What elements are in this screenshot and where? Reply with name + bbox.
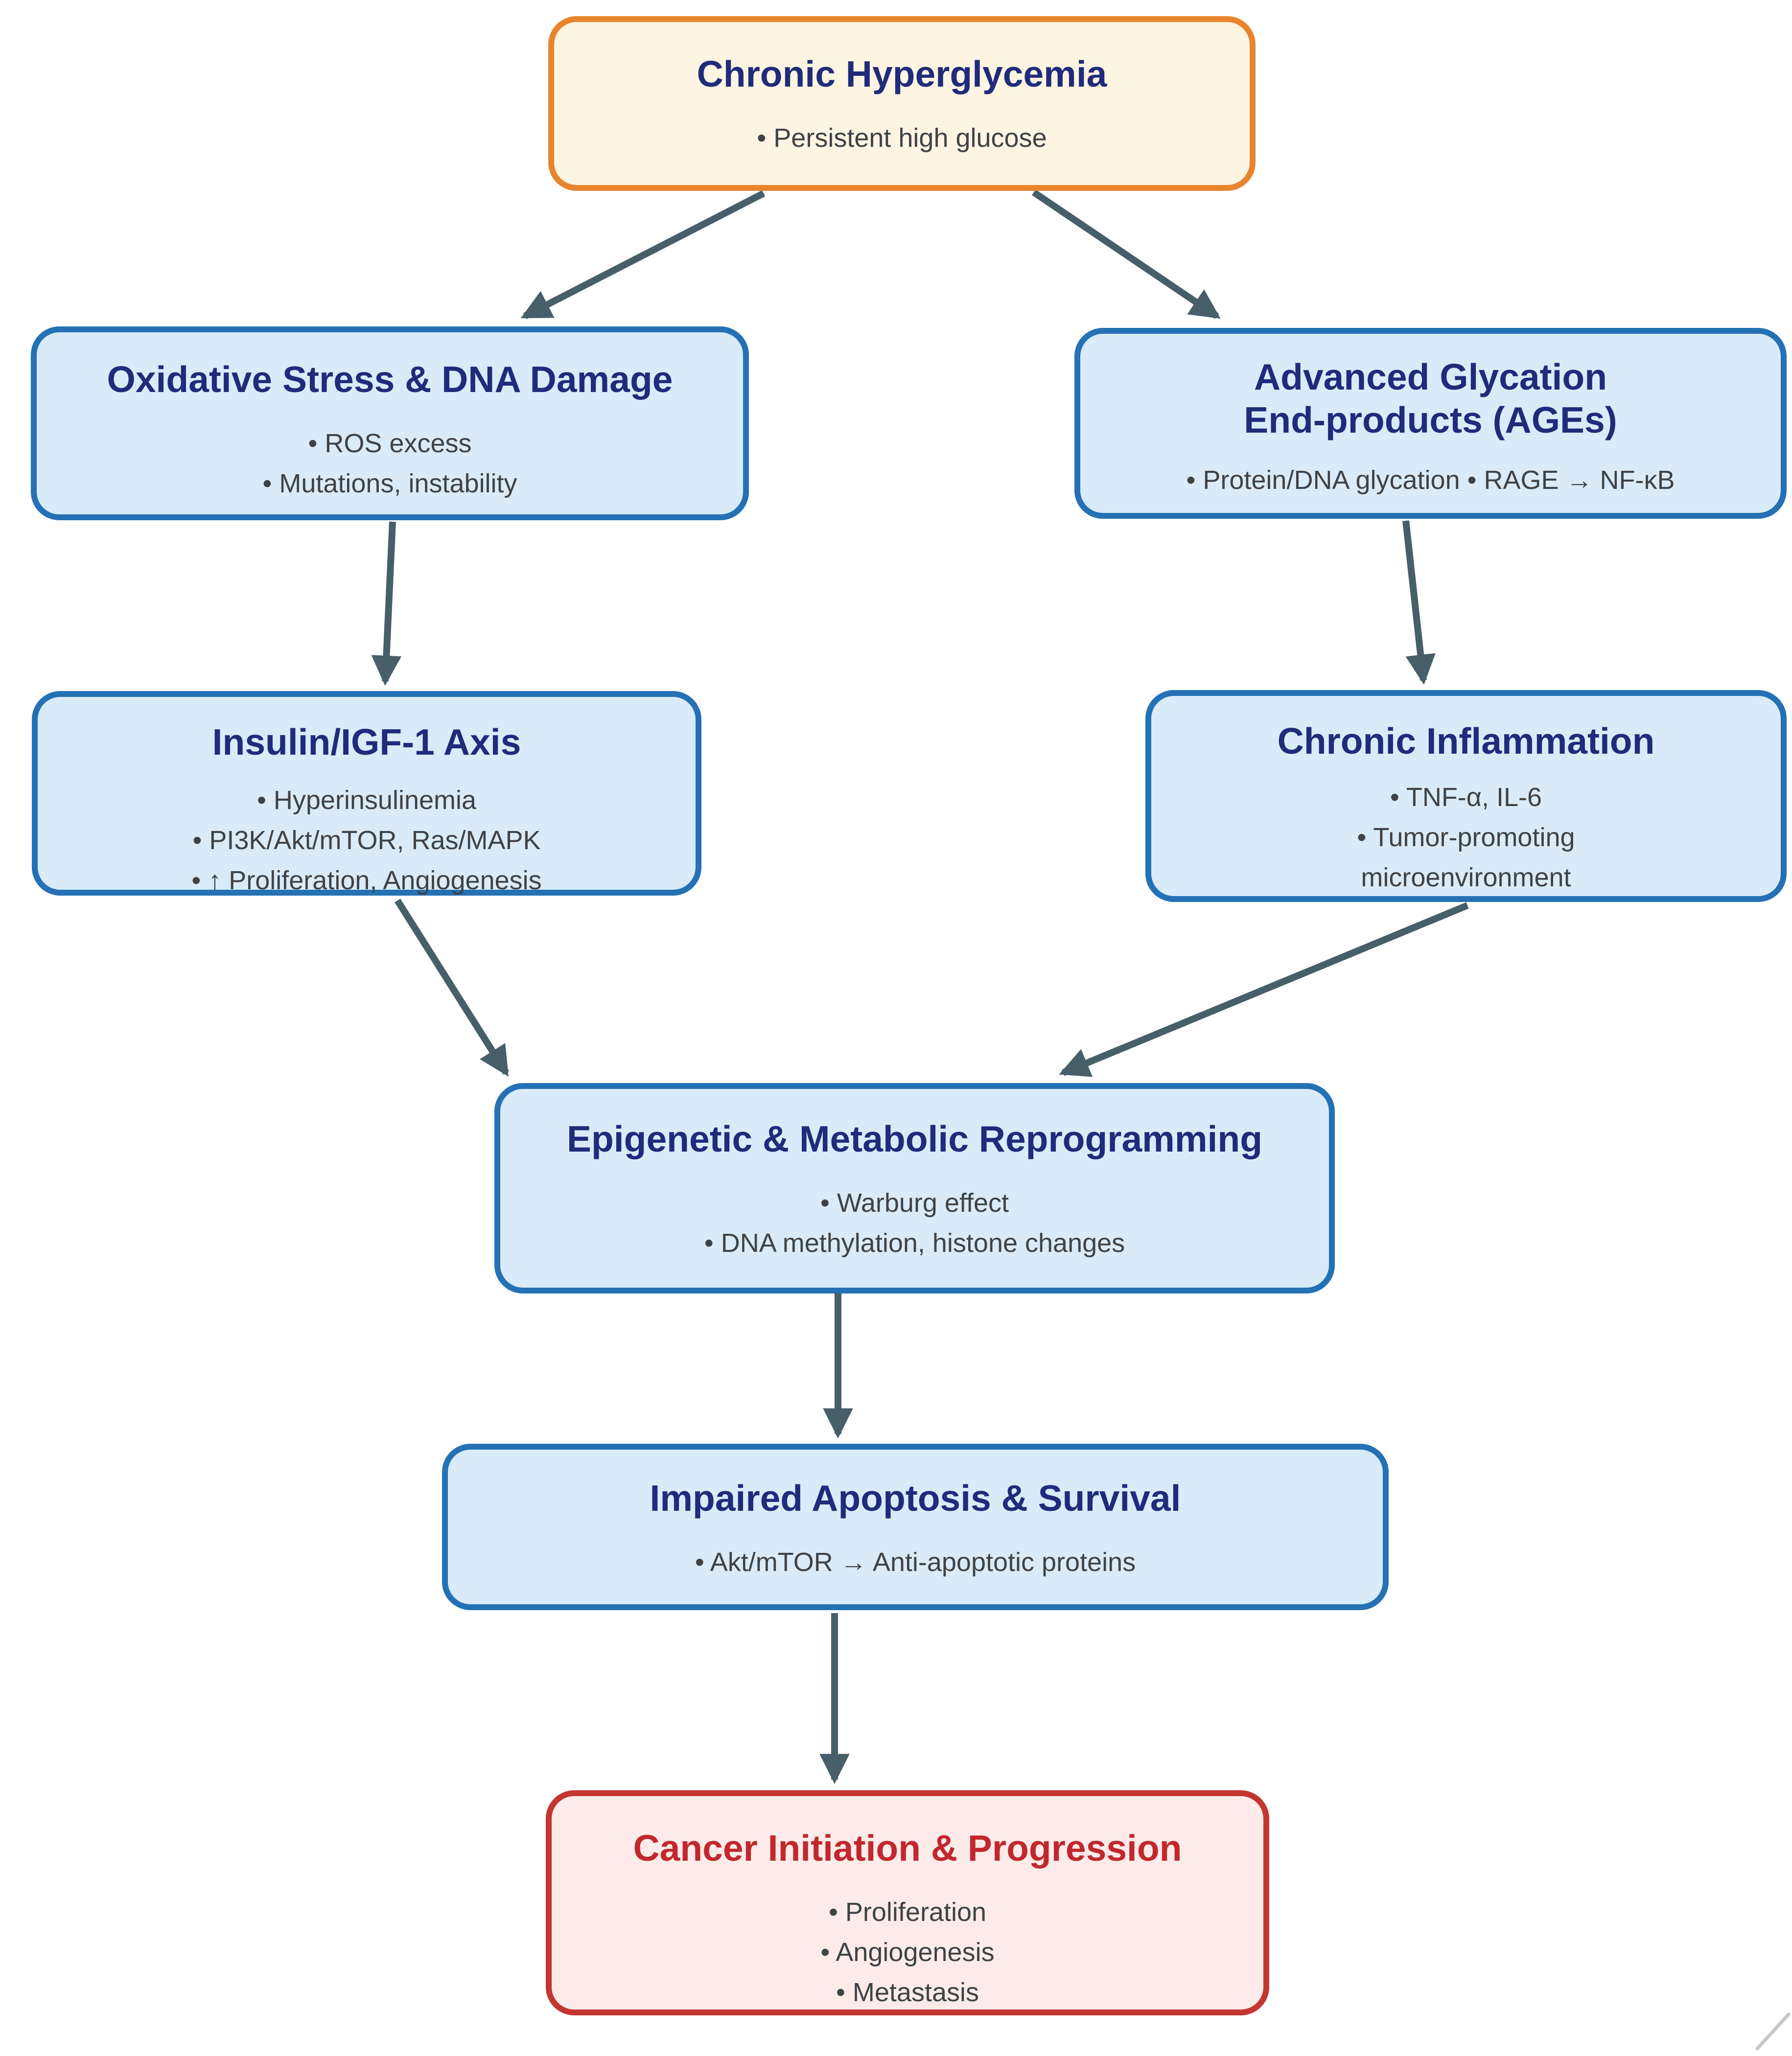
bullet-line: • Akt/mTOR → Anti-apoptotic proteins [695, 1548, 1136, 1577]
node-bullets: • Protein/DNA glycation • RAGE → NF-κB [1100, 460, 1761, 500]
node-oxidative-stress: Oxidative Stress & DNA Damage • ROS exce… [31, 326, 749, 520]
node-title-line: Cancer Initiation & Progression [633, 1827, 1182, 1869]
bullet-line: • Persistent high glucose [757, 123, 1047, 153]
node-title-line: Chronic Inflammation [1277, 720, 1655, 762]
arrow-oxidative-to-insulin [371, 521, 402, 686]
node-impaired-apoptosis-survival: Impaired Apoptosis & Survival • Akt/mTOR… [442, 1444, 1389, 1610]
bullet-line: • DNA methylation, histone changes [704, 1228, 1125, 1258]
node-insulin-igf1-axis: Insulin/IGF-1 Axis • Hyperinsulinemia • … [32, 691, 701, 896]
bullet-line: microenvironment [1361, 863, 1571, 892]
arrow-insulin-to-epigenetic [395, 899, 509, 1077]
node-title-line: Epigenetic & Metabolic Reprogramming [566, 1118, 1263, 1159]
node-title: Epigenetic & Metabolic Reprogramming [520, 1117, 1309, 1160]
node-title: Chronic Inflammation [1171, 719, 1761, 762]
node-title-line: Oxidative Stress & DNA Damage [107, 359, 673, 400]
node-cancer-initiation-progression: Cancer Initiation & Progression • Prolif… [546, 1790, 1269, 2015]
node-bullets: • Persistent high glucose [574, 118, 1230, 158]
bullet-line: • TNF-α, IL-6 [1390, 783, 1542, 812]
bullet-line: • Proliferation [828, 1897, 987, 1927]
bullet-line: • Mutations, instability [262, 469, 517, 498]
bullet-line: • Angiogenesis [820, 1938, 995, 1967]
node-title-line: Chronic Hyperglycemia [697, 53, 1107, 94]
node-bullets: • Akt/mTOR → Anti-apoptotic proteins [467, 1542, 1363, 1582]
node-title-line: End-products (AGEs) [1244, 399, 1617, 440]
node-title: Insulin/IGF-1 Axis [57, 720, 676, 763]
arrow-hyperglycemia-to-ages [1032, 189, 1221, 319]
node-bullets: • Warburg effect • DNA methylation, hist… [520, 1183, 1309, 1263]
arrow-ages-to-inflammation [1402, 520, 1436, 685]
bullet-line: • ↑ Proliferation, Angiogenesis [191, 866, 542, 895]
bullet-line: • Metastasis [836, 1978, 979, 2007]
arrow-inflammation-to-epigenetic [1059, 902, 1469, 1077]
bullet-line: • Hyperinsulinemia [256, 785, 477, 815]
arrow-hyperglycemia-to-oxidative [520, 190, 766, 320]
corner-artifact-mark [1755, 2012, 1791, 2051]
node-chronic-hyperglycemia: Chronic Hyperglycemia • Persistent high … [548, 16, 1256, 191]
node-bullets: • Proliferation • Angiogenesis • Metasta… [571, 1892, 1244, 2012]
node-epigenetic-metabolic-reprogramming: Epigenetic & Metabolic Reprogramming • W… [494, 1083, 1335, 1294]
node-bullets: • TNF-α, IL-6 • Tumor-promoting microenv… [1171, 777, 1761, 898]
bullet-line: • PI3K/Akt/mTOR, Ras/MAPK [192, 826, 541, 855]
node-title: Cancer Initiation & Progression [571, 1826, 1244, 1870]
bullet-line: • Tumor-promoting [1357, 823, 1575, 852]
node-title: Chronic Hyperglycemia [574, 52, 1230, 95]
node-title: Impaired Apoptosis & Survival [467, 1477, 1363, 1520]
node-title-line: Insulin/IGF-1 Axis [212, 721, 521, 762]
node-chronic-inflammation: Chronic Inflammation • TNF-α, IL-6 • Tum… [1145, 690, 1787, 902]
node-bullets: • ROS excess • Mutations, instability [56, 423, 723, 504]
node-title: Oxidative Stress & DNA Damage [56, 358, 723, 401]
node-title-line: Impaired Apoptosis & Survival [650, 1478, 1181, 1519]
node-bullets: • Hyperinsulinemia • PI3K/Akt/mTOR, Ras/… [57, 780, 676, 901]
bullet-line: • ROS excess [308, 429, 472, 458]
node-title-line: Advanced Glycation [1254, 356, 1607, 397]
bullet-line: • Warburg effect [820, 1188, 1009, 1218]
node-title: Advanced Glycation End-products (AGEs) [1100, 355, 1761, 441]
bullet-line: • Protein/DNA glycation • RAGE → NF-κB [1186, 465, 1675, 495]
node-advanced-glycation-end-products: Advanced Glycation End-products (AGEs) •… [1074, 328, 1787, 519]
